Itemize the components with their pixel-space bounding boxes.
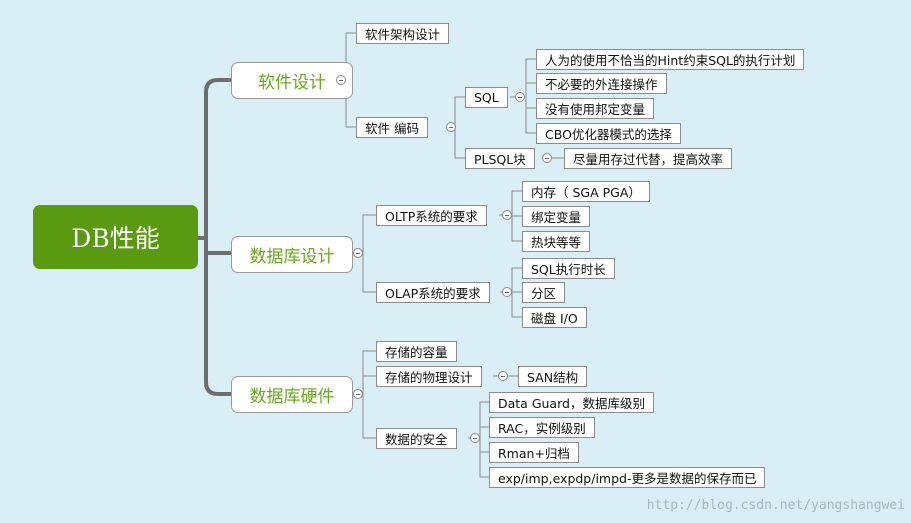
collapse-toggle-icon[interactable] bbox=[470, 433, 480, 443]
security-item-data-guard[interactable]: Data Guard，数据库级别 bbox=[489, 392, 654, 413]
data-security-node[interactable]: 数据的安全 bbox=[376, 428, 457, 449]
collapse-toggle-icon[interactable] bbox=[353, 248, 363, 258]
root-node[interactable]: DB性能 bbox=[33, 205, 198, 269]
olap-item-partition[interactable]: 分区 bbox=[522, 282, 566, 303]
security-item-rac[interactable]: RAC，实例级别 bbox=[489, 417, 595, 438]
plsql-node[interactable]: PLSQL块 bbox=[465, 148, 535, 169]
security-item-rman[interactable]: Rman+归档 bbox=[489, 442, 579, 463]
sql-item-outer-join[interactable]: 不必要的外连接操作 bbox=[536, 73, 667, 94]
software-design-node[interactable]: 软件设计 bbox=[231, 62, 353, 99]
collapse-toggle-icon[interactable] bbox=[446, 122, 456, 132]
collapse-toggle-icon[interactable] bbox=[502, 287, 512, 297]
sql-node[interactable]: SQL bbox=[465, 87, 508, 108]
oltp-item-memory[interactable]: 内存（ SGA PGA） bbox=[522, 181, 650, 202]
database-hardware-node[interactable]: 数据库硬件 bbox=[231, 376, 353, 413]
software-architecture-node[interactable]: 软件架构设计 bbox=[356, 23, 450, 44]
storage-physical-design-node[interactable]: 存储的物理设计 bbox=[376, 366, 482, 387]
oltp-node[interactable]: OLTP系统的要求 bbox=[376, 205, 487, 226]
collapse-toggle-icon[interactable] bbox=[353, 389, 363, 399]
oltp-item-hot-block[interactable]: 热块等等 bbox=[522, 231, 591, 252]
san-structure-node[interactable]: SAN结构 bbox=[518, 366, 588, 387]
olap-node[interactable]: OLAP系统的要求 bbox=[376, 282, 490, 303]
storage-capacity-node[interactable]: 存储的容量 bbox=[376, 341, 457, 362]
collapse-toggle-icon[interactable] bbox=[336, 75, 346, 85]
database-design-node[interactable]: 数据库设计 bbox=[231, 236, 353, 273]
olap-item-sql-duration[interactable]: SQL执行时长 bbox=[522, 258, 615, 279]
collapse-toggle-icon[interactable] bbox=[502, 210, 512, 220]
olap-item-disk-io[interactable]: 磁盘 I/O bbox=[522, 307, 587, 328]
collapse-toggle-icon[interactable] bbox=[498, 371, 508, 381]
sql-item-cbo-mode[interactable]: CBO优化器模式的选择 bbox=[536, 123, 681, 144]
security-item-exp-imp[interactable]: exp/imp,expdp/impd-更多是数据的保存而已 bbox=[489, 467, 766, 488]
collapse-toggle-icon[interactable] bbox=[542, 153, 552, 163]
sql-item-bind-variable[interactable]: 没有使用邦定变量 bbox=[536, 98, 655, 119]
plsql-item-procedure[interactable]: 尽量用存过代替，提高效率 bbox=[564, 148, 733, 169]
collapse-toggle-icon[interactable] bbox=[515, 92, 525, 102]
sql-item-hint[interactable]: 人为的使用不恰当的Hint约束SQL的执行计划 bbox=[536, 49, 805, 70]
watermark: http://blog.csdn.net/yangshangwei bbox=[646, 498, 905, 513]
oltp-item-bind-variable[interactable]: 绑定变量 bbox=[522, 206, 591, 227]
software-coding-node[interactable]: 软件 编码 bbox=[356, 117, 428, 138]
